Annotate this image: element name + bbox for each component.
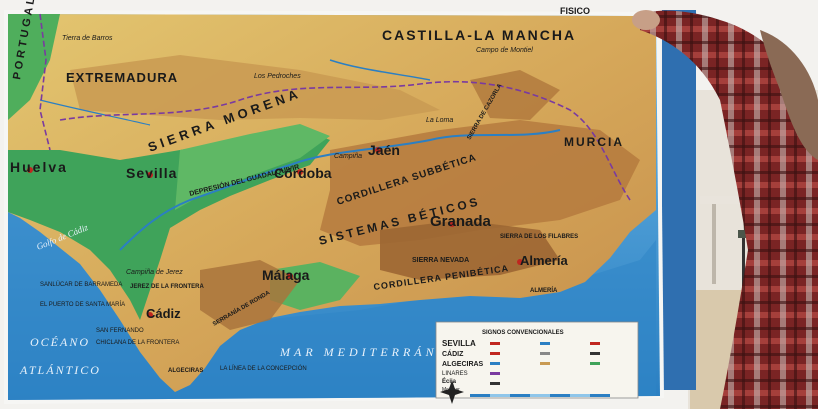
label-granada: Granada: [430, 213, 492, 230]
table-leg: [712, 204, 716, 284]
cazorla-relief: [470, 70, 560, 120]
label-oceano: OCÉANO: [30, 335, 90, 349]
label-malaga: Málaga: [262, 267, 310, 283]
city-dot-huelva: [27, 167, 33, 173]
person-plaid-shirt: [640, 10, 818, 409]
guadalquivir-river: [119, 129, 561, 251]
malaga-valley: [270, 262, 360, 310]
label-los-filabres: SIERRA DE LOS FILABRES: [500, 234, 578, 240]
table-top: [700, 196, 762, 204]
sierra-nevada-relief: [380, 220, 560, 280]
city-dot-granada: [449, 221, 455, 227]
label-chiclana: CHICLANA DE LA FRONTERA: [96, 340, 179, 346]
city-dot-cadiz: [147, 312, 153, 318]
label-algeciras: ALGECIRAS: [168, 368, 203, 374]
chair-leg: [742, 238, 745, 292]
label-extremadura: EXTREMADURA: [66, 70, 178, 85]
guadiana-river: [329, 59, 431, 81]
city-dot-almeria: [517, 259, 523, 265]
label-sanlucar: SANLÚCAR DE BARRAMEDA: [40, 281, 122, 288]
legend-size-4: LINARES: [442, 371, 468, 377]
label-la-linea: LA LÍNEA DE LA CONCEPCIÓN: [220, 365, 307, 372]
label-jerez: JEREZ DE LA FRONTERA: [130, 284, 204, 290]
river-tributary: [39, 99, 151, 126]
portugal-green: [8, 14, 60, 120]
person-face: [760, 30, 818, 160]
label-huelva: Huelva: [10, 159, 68, 175]
compass-rose-icon: [440, 380, 464, 404]
label-cordoba: Córdoba: [274, 165, 332, 181]
legend-title: SIGNOS CONVENCIONALES: [482, 330, 564, 336]
city-dot-malaga: [287, 273, 293, 279]
label-sierra-nevada: SIERRA NEVADA: [412, 257, 469, 264]
betic-relief: [320, 120, 640, 246]
label-la-loma: La Loma: [426, 117, 453, 124]
map-corner-title: FISICO: [560, 6, 590, 16]
blue-wall-strip: [662, 10, 696, 390]
label-el-puerto: EL PUERTO DE SANTA MARÍA: [40, 301, 125, 308]
sierra-morena-relief: [70, 55, 440, 120]
serrania-ronda-relief: [200, 260, 300, 330]
legend-size-2: CÁDIZ: [442, 349, 464, 358]
label-jaen: Jaén: [368, 142, 400, 158]
label-campina: Campiña: [334, 153, 362, 160]
legend-size-1: SEVILLA: [442, 339, 476, 348]
label-almeria-province: ALMERÍA: [530, 286, 558, 294]
label-campo-montiel: Campo de Montiel: [476, 47, 533, 54]
legend-symbol-rows: [490, 342, 600, 385]
label-los-pedroches: Los Pedroches: [254, 73, 301, 80]
label-murcia: MURCIA: [564, 135, 624, 149]
label-atlantico: ATLÁNTICO: [19, 363, 101, 377]
portugal-border: [39, 13, 51, 151]
legend-scale-bar: [470, 394, 610, 397]
city-dot-sevilla: [147, 172, 153, 178]
label-mar-mediterraneo: MAR MEDITERRÁNEO: [279, 345, 462, 359]
map-legend-box: [435, 321, 639, 399]
label-cadiz: Cádiz: [146, 306, 181, 321]
label-tierra-de-barros: Tierra de Barros: [62, 35, 113, 42]
legend-size-5: Écija: [442, 377, 457, 385]
person-hand: [632, 10, 660, 30]
label-castilla-la-mancha: CASTILLA-LA MANCHA: [382, 27, 576, 43]
label-san-fernando: SAN FERNANDO: [96, 328, 144, 334]
legend-size-3: ALGECIRAS: [442, 361, 484, 368]
city-dot-jaen: [375, 147, 381, 153]
label-almeria: Almería: [520, 253, 568, 268]
label-campina-jerez: Campiña de Jerez: [126, 269, 183, 276]
region-boundary-north: [59, 80, 631, 201]
city-dot-cordoba: [297, 169, 303, 175]
valley-green: [175, 124, 330, 210]
label-sevilla: Sevilla: [126, 165, 177, 181]
